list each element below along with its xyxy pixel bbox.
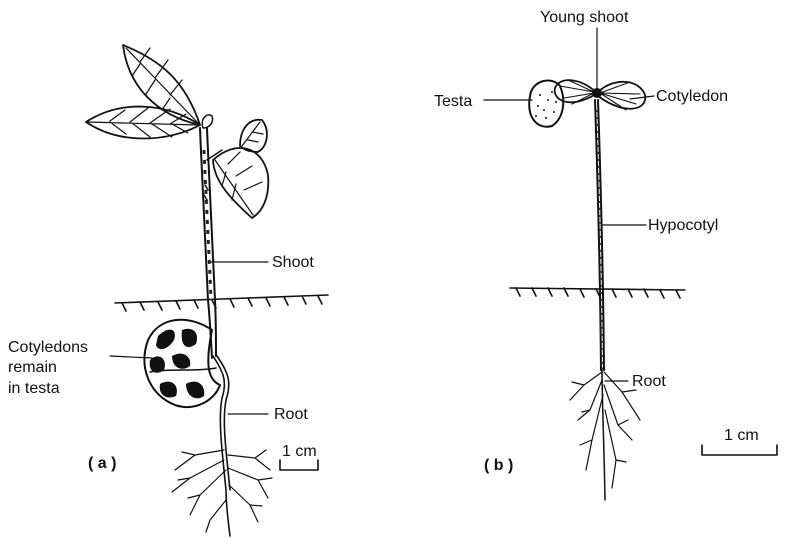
soil-line-a [115,295,328,311]
scale-bar-b [702,445,777,455]
scale-bar-a [280,460,318,470]
scale-label-a: 1 cm [282,443,317,460]
testa-label: Testa [434,93,472,110]
leaf-top-a [123,45,200,125]
scale-label-b: 1 cm [724,427,759,444]
root-label-a: Root [274,406,308,423]
cotyledons-label-line2: remain [8,359,57,376]
soil-line-b [510,288,685,298]
shoot-label: Shoot [272,254,314,271]
hypocotyl-label: Hypocotyl [648,217,718,234]
root-b [570,368,640,500]
panel-b-tag: ( b ) [484,457,513,474]
cotyledon-label: Cotyledon [656,88,728,105]
panel-a-tag: ( a ) [88,455,116,472]
cotyledons-label-line1: Cotyledons [8,339,88,356]
young-shoot-label: Young shoot [540,9,629,26]
hypocotyl-b [595,100,604,370]
cotyledons-b [555,80,646,110]
plumule-b [592,88,602,98]
panel-a: Shoot Cotyledons remain in testa Root 1 … [8,45,328,536]
leaf-right-a [207,120,268,218]
testa-b [529,81,563,127]
leaf-left-a [86,107,200,139]
root-label-b: Root [632,373,666,390]
root-a [172,356,272,536]
seed-testa-a [144,320,220,407]
panel-b: Young shoot Testa Cotyledon Hypocotyl Ro… [434,9,777,500]
cotyledons-label-line3: in testa [8,380,60,397]
